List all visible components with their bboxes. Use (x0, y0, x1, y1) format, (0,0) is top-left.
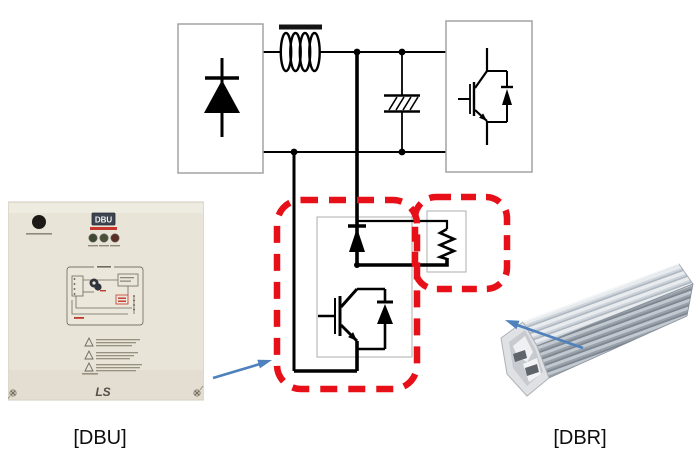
wiring-red-marks (74, 290, 129, 319)
dbr-pointer-arrow (505, 320, 584, 350)
terminal-dots (73, 278, 135, 311)
resistor-bottom-tap (357, 258, 449, 267)
braking-resistor-body (500, 263, 694, 397)
panel-top-highlight (9, 203, 203, 213)
dbu-pointer-arrow (212, 359, 272, 380)
dbu-highlight-box (273, 196, 421, 393)
chopper-diode-icon (348, 224, 366, 252)
resistor-outline-box (426, 210, 467, 273)
dbu-logo-red-bar (90, 227, 117, 230)
terminal-slot-1 (513, 350, 527, 362)
inverter-block (445, 20, 533, 173)
dbu-photo: DBU (8, 200, 204, 406)
screw-right (193, 385, 204, 397)
wiring-diagram-label (66, 265, 144, 326)
rectifier-diode-icon (204, 58, 240, 137)
terminal-slot-2 (525, 364, 539, 376)
chopper-outline-box (316, 216, 413, 358)
trip-led (110, 233, 120, 243)
dbu-logo-text: DBU (95, 216, 113, 225)
check-lamp-label (26, 233, 52, 235)
junction-dots (290, 48, 406, 268)
panel-bottom-shade (9, 370, 203, 400)
wiring-text-smudges (120, 277, 134, 282)
dc-link-capacitor-icon (384, 94, 420, 113)
ls-logo: LS (95, 385, 110, 399)
resistor-top-tap (357, 219, 449, 229)
power-led (88, 233, 98, 243)
dbr-caption: [DBR] (553, 427, 607, 449)
screw-left (8, 389, 17, 400)
rectifier-block (177, 23, 264, 174)
led-labels (88, 245, 120, 247)
dbr-highlight-box (411, 193, 511, 293)
inverter-igbt-icon (458, 48, 513, 145)
dbu-caption: [DBU] (73, 427, 127, 449)
component-outline-boxes (316, 210, 467, 358)
dc-choke-icon (279, 24, 322, 73)
alarm-led (99, 233, 109, 243)
check-lamp (32, 215, 46, 229)
warning-block (82, 336, 142, 375)
wires (263, 51, 449, 373)
dbr-photo (483, 262, 695, 420)
brake-chopper-circuit (318, 224, 393, 351)
chopper-igbt-icon (318, 287, 393, 351)
brake-resistor-icon (436, 227, 458, 261)
dbu-logo-box (91, 212, 116, 226)
